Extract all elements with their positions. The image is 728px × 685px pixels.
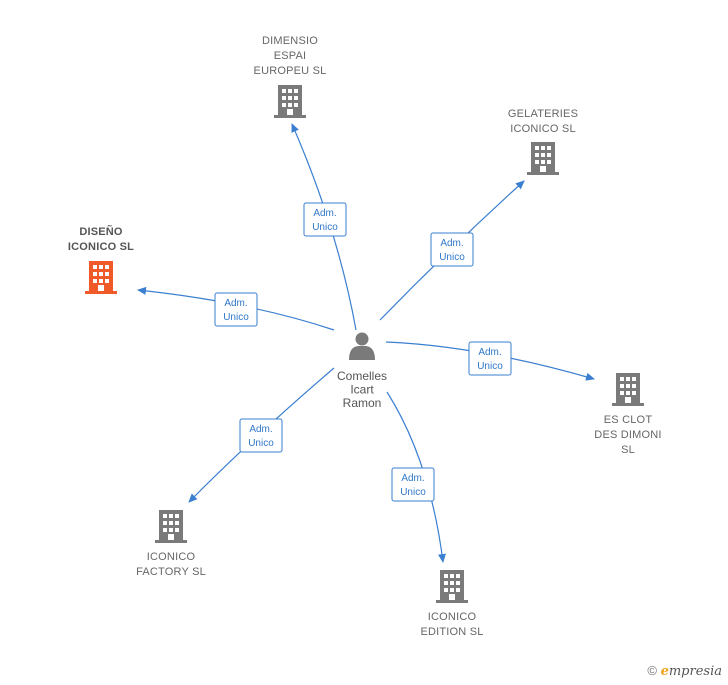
edge-label-diseno[interactable]: Adm. Unico	[214, 292, 258, 327]
edge-label-text: Adm.	[440, 238, 463, 249]
edge-label-text: Adm.	[224, 298, 247, 309]
brand-logo-rest: mpresia	[668, 664, 722, 679]
company-name-factory[interactable]: ICONICO	[147, 551, 196, 563]
company-name-gelateries[interactable]: GELATERIES	[508, 108, 578, 120]
person-name[interactable]: Ramon	[343, 396, 382, 410]
company-name-dimensio[interactable]: ESPAI	[274, 50, 307, 62]
watermark: © empresia	[647, 663, 722, 679]
copyright-symbol: ©	[647, 663, 657, 678]
building-icon[interactable]	[85, 261, 117, 294]
company-name-dimensio[interactable]: DIMENSIO	[262, 35, 318, 47]
edge-label-edition[interactable]: Adm. Unico	[391, 467, 435, 502]
company-name-es-clot[interactable]: SL	[621, 444, 635, 456]
edge-label-dimensio[interactable]: Adm. Unico	[303, 202, 347, 237]
company-name-es-clot[interactable]: DES DIMONI	[594, 429, 661, 441]
company-name-gelateries[interactable]: ICONICO SL	[510, 123, 576, 135]
building-icon[interactable]	[155, 510, 187, 543]
company-name-factory[interactable]: FACTORY SL	[136, 566, 206, 578]
company-name-diseno[interactable]: DISEÑO	[79, 225, 123, 238]
company-name-es-clot[interactable]: ES CLOT	[604, 414, 653, 426]
edge-label-text: Adm.	[478, 347, 501, 358]
edge-label-text: Unico	[248, 438, 274, 449]
company-name-edition[interactable]: ICONICO	[428, 611, 477, 623]
edge-label-factory[interactable]: Adm. Unico	[239, 418, 283, 453]
building-icon[interactable]	[527, 142, 559, 175]
building-icon[interactable]	[612, 373, 644, 406]
edge-label-text: Adm.	[401, 473, 424, 484]
edge-label-text: Unico	[223, 312, 249, 323]
company-name-edition[interactable]: EDITION SL	[420, 626, 483, 638]
building-icon[interactable]	[436, 570, 468, 603]
edge-label-text: Unico	[439, 252, 465, 263]
company-name-diseno[interactable]: ICONICO SL	[68, 241, 134, 253]
person-name[interactable]: Comelles	[337, 369, 387, 383]
edge-label-text: Unico	[312, 222, 338, 233]
edge-label-gelateries[interactable]: Adm. Unico	[430, 232, 474, 267]
building-icon[interactable]	[274, 85, 306, 118]
edge-label-text: Adm.	[249, 424, 272, 435]
person-name[interactable]: Icart	[350, 383, 374, 397]
brand-logo-initial: e	[660, 664, 669, 679]
person-icon[interactable]	[349, 332, 375, 361]
edge-label-text: Adm.	[313, 208, 336, 219]
edge-label-text: Unico	[477, 361, 503, 372]
edge-label-es-clot[interactable]: Adm. Unico	[468, 341, 512, 376]
edges-layer: Adm.UnicoAdm.UnicoAdm.UnicoAdm.UnicoAdm.…	[137, 123, 595, 563]
edge-label-text: Unico	[400, 487, 426, 498]
company-name-dimensio[interactable]: EUROPEU SL	[254, 65, 327, 77]
nodes-layer: DIMENSIO ESPAI EUROPEU SL GELATERIES ICONICO…	[68, 35, 662, 638]
